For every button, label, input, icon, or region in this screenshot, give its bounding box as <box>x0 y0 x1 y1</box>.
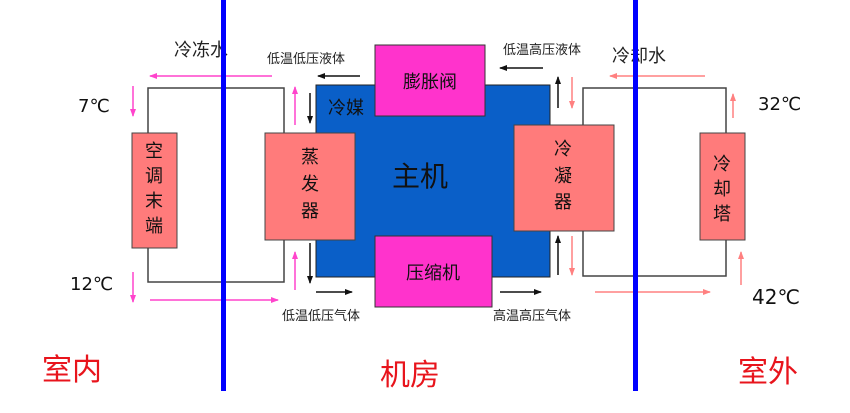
ac-terminal-char: 端 <box>145 216 163 237</box>
cooling-tower-char: 却 <box>713 179 731 200</box>
evaporator-char: 发 <box>301 174 319 195</box>
ac-terminal-char: 调 <box>145 166 163 187</box>
divider-machine-room-outdoor <box>633 0 638 391</box>
cooling-supply-temp: 32℃ <box>758 94 801 115</box>
ac-terminal-char: 空 <box>145 141 163 162</box>
cooling-water-label: 冷却水 <box>612 46 666 67</box>
compressor <box>374 235 493 308</box>
zone-outdoor: 室外 <box>738 355 798 390</box>
expansion-valve <box>374 44 486 117</box>
low-temp-low-pressure-gas-label: 低温低压气体 <box>282 308 360 324</box>
flow-arrows <box>130 65 744 303</box>
cooling-return-temp: 42℃ <box>752 285 800 309</box>
evaporator-char: 蒸 <box>301 147 319 168</box>
cooling-tower-char: 冷 <box>713 154 731 175</box>
evaporator <box>264 132 356 241</box>
low-temp-high-pressure-liquid-label: 低温高压液体 <box>503 42 581 58</box>
compressor-label: 压缩机 <box>406 263 460 284</box>
chilled-supply-temp: 7℃ <box>78 96 110 117</box>
cooling-tower <box>699 132 746 241</box>
main-unit-label: 主机 <box>392 160 448 193</box>
ac-terminal-char: 末 <box>145 191 163 212</box>
zone-indoor: 室内 <box>42 353 102 388</box>
condenser-char: 冷 <box>554 139 572 160</box>
chilled-water-label: 冷冻水 <box>174 40 228 61</box>
low-temp-low-pressure-liquid-label: 低温低压液体 <box>267 52 345 67</box>
divider-indoor-machine-room <box>221 0 226 391</box>
refrigerant-label: 冷媒 <box>328 98 364 119</box>
condenser <box>513 124 615 232</box>
zone-machine-room: 机房 <box>380 358 440 393</box>
ac-terminal <box>131 132 178 249</box>
cooling-tower-char: 塔 <box>713 204 731 225</box>
evaporator-char: 器 <box>301 201 319 222</box>
expansion-valve-label: 膨胀阀 <box>403 72 457 93</box>
condenser-char: 器 <box>554 192 572 213</box>
condenser-char: 凝 <box>554 166 572 187</box>
high-temp-high-pressure-gas-label: 高温高压气体 <box>493 308 571 324</box>
chilled-return-temp: 12℃ <box>70 274 113 295</box>
